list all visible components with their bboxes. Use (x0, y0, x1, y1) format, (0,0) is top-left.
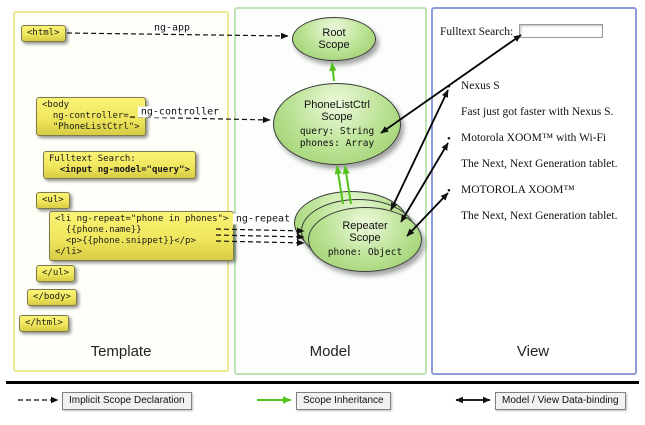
ng-app-label: ng-app (150, 22, 194, 34)
code-box-li-repeat: <li ng-repeat="phone in phones"> {{phone… (49, 211, 235, 261)
code-line: {{phone.name}} (55, 225, 142, 235)
view-list-item: The Next, Next Generation tablet. (447, 210, 633, 236)
code-box-fulltext: Fulltext Search: <input ng-model="query"… (43, 151, 196, 179)
scope-name: Root (322, 27, 346, 39)
scope-name: PhoneListCtrl (303, 98, 371, 111)
code-box-body-close: </body> (27, 289, 77, 306)
fulltext-search-label: Fulltext Search: (440, 26, 514, 38)
code-line: ng-controller= (42, 111, 129, 121)
code-box-ul-close: </ul> (36, 265, 76, 282)
code-line: <p>{{phone.snippet}}</p> (55, 236, 196, 246)
code-line: <html> (27, 28, 60, 38)
legend-databinding: Model / View Data-binding (495, 392, 626, 410)
ng-controller-label: ng-controller (137, 106, 223, 118)
bullet-icon: • (447, 185, 451, 197)
scope-prop-phone: phone: Object (327, 247, 403, 258)
code-line: </li> (55, 247, 83, 257)
fulltext-search-input[interactable] (519, 24, 603, 38)
view-item-text: The Next, Next Generation tablet. (461, 158, 618, 170)
view-item-text: MOTOROLA XOOM™ (461, 184, 575, 196)
view-item-text: Fast just got faster with Nexus S. (461, 106, 614, 118)
view-item-text: Nexus S (461, 80, 500, 92)
view-list-item: • Nexus S (447, 80, 633, 106)
scope-name: Repeater (342, 220, 388, 232)
phonelistctrl-scope-ellipse: PhoneListCtrl Scope query: String phones… (273, 83, 401, 165)
code-line: <li ng-repeat="phone in phones"> (55, 214, 229, 224)
scope-prop-query: query: String (299, 125, 375, 137)
scope-name: Scope (318, 39, 350, 51)
code-line: <ul> (42, 195, 64, 205)
bullet-icon: • (447, 81, 451, 93)
view-list-item: • Motorola XOOM™ with Wi-Fi (447, 132, 633, 158)
root-scope-ellipse: Root Scope (292, 17, 376, 61)
scope-prop-phones: phones: Array (299, 137, 375, 149)
legend-scope-inheritance: Scope Inheritance (296, 392, 391, 410)
code-box-html-open: <html> (21, 25, 66, 42)
code-line: </body> (33, 292, 71, 302)
view-list: • Nexus S Fast just got faster with Nexu… (447, 80, 633, 236)
code-line: </ul> (42, 268, 70, 278)
code-line: <input ng-model="query"> (49, 165, 190, 175)
code-line: </html> (25, 318, 63, 328)
scope-name: Scope (321, 110, 353, 123)
model-column (234, 7, 427, 375)
view-item-text: The Next, Next Generation tablet. (461, 210, 618, 222)
view-list-item: • MOTOROLA XOOM™ (447, 184, 633, 210)
code-line: <body (42, 100, 70, 110)
view-list-item: Fast just got faster with Nexus S. (447, 106, 633, 132)
bullet-icon: • (447, 133, 451, 145)
column-title-template: Template (90, 343, 152, 360)
column-title-view: View (516, 343, 550, 360)
code-line: "PhoneListCtrl"> (42, 122, 140, 132)
legend-separator (6, 381, 639, 384)
legend-implicit-scope: Implicit Scope Declaration (62, 392, 192, 410)
scope-name: Scope (349, 232, 381, 244)
view-item-text: Motorola XOOM™ with Wi-Fi (461, 132, 607, 144)
view-list-item: The Next, Next Generation tablet. (447, 158, 633, 184)
code-box-body-open: <body ng-controller= "PhoneListCtrl"> (36, 97, 146, 136)
template-column (13, 11, 229, 372)
code-line: Fulltext Search: (49, 154, 136, 164)
column-title-model: Model (309, 343, 351, 360)
code-box-html-close: </html> (19, 315, 69, 332)
repeater-scope-ellipse: Repeater Scope phone: Object (308, 207, 422, 272)
ng-repeat-label: ng-repeat (232, 213, 294, 225)
code-box-ul-open: <ul> (36, 192, 70, 209)
